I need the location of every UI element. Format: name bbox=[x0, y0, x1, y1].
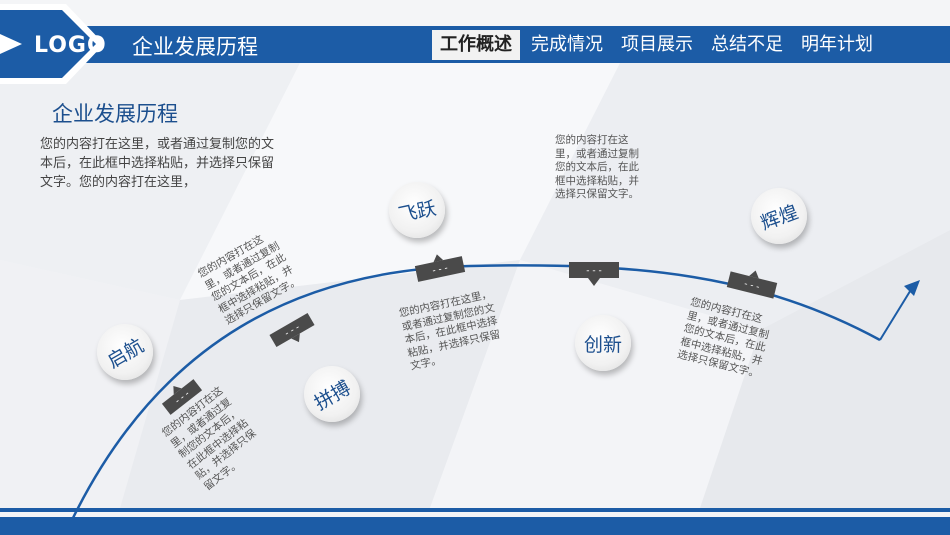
nav-tab-next-year-plan[interactable]: 明年计划 bbox=[801, 34, 873, 55]
main-nav: 工作概述 完成情况 项目展示 总结不足 明年计划 bbox=[430, 26, 882, 63]
page-title: 企业发展历程 bbox=[132, 35, 258, 59]
milestone-qihang: 启航 bbox=[97, 324, 153, 380]
milestone-chuangxin: 创新 bbox=[575, 315, 631, 371]
nav-tab-summary[interactable]: 总结不足 bbox=[711, 34, 783, 55]
svg-text:- - -: - - - bbox=[586, 266, 601, 276]
section-title: 企业发展历程 bbox=[52, 102, 178, 126]
timeline-marker-5: - - - bbox=[726, 270, 778, 299]
nav-tab-completion[interactable]: 完成情况 bbox=[531, 34, 603, 55]
footer-line bbox=[0, 508, 950, 512]
milestone-chuangxin-label: 创新 bbox=[583, 333, 622, 356]
nav-tab-projects[interactable]: 项目展示 bbox=[621, 34, 693, 55]
logo-arrow-badge bbox=[0, 4, 104, 84]
milestone-feiyue-label: 飞跃 bbox=[396, 196, 439, 227]
milestone-huihuang-label: 辉煌 bbox=[757, 200, 802, 235]
note-text-4: 您的内容打在这里，或者通过复制您的文本后，在此框中选择粘贴，并选择只保留文字。 bbox=[555, 134, 639, 200]
svg-text:- - -: - - - bbox=[432, 263, 449, 276]
timeline-marker-2: - - - bbox=[269, 312, 315, 348]
milestone-feiyue: 飞跃 bbox=[389, 182, 445, 238]
timeline-marker-3: - - - bbox=[414, 254, 466, 282]
svg-text:- - -: - - - bbox=[743, 279, 760, 292]
milestone-huihuang: 辉煌 bbox=[751, 188, 807, 244]
milestone-pinbo-label: 拼搏 bbox=[310, 376, 355, 415]
timeline-marker-4: - - - bbox=[569, 262, 619, 286]
logo: LOGO bbox=[34, 33, 107, 58]
footer-bar bbox=[0, 517, 950, 535]
intro-text: 您的内容打在这里，或者通过复制您的文本后，在此框中选择粘贴，并选择只保留文字。您… bbox=[40, 137, 275, 190]
milestone-qihang-label: 启航 bbox=[103, 334, 148, 373]
milestone-pinbo: 拼搏 bbox=[304, 366, 360, 422]
nav-tab-work-overview[interactable]: 工作概述 bbox=[432, 29, 520, 60]
